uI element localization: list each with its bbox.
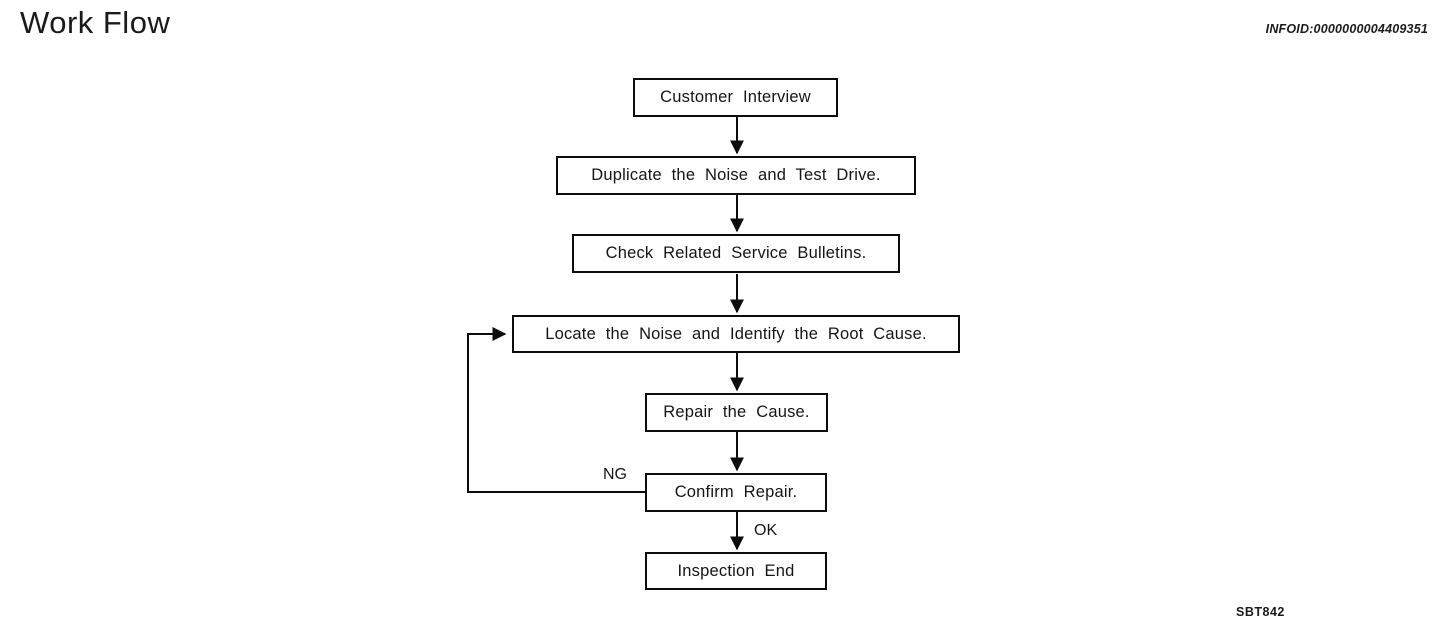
flow-step-label: Customer Interview <box>660 88 811 106</box>
branch-label-ok: OK <box>752 522 780 540</box>
flow-step-inspection-end: Inspection End <box>645 552 827 590</box>
flow-step-label: Duplicate the Noise and Test Drive. <box>591 166 881 184</box>
flow-step-repair-cause: Repair the Cause. <box>645 393 828 432</box>
flow-step-label: Check Related Service Bulletins. <box>605 244 867 262</box>
flow-step-label: Inspection End <box>677 561 795 580</box>
flow-step-locate-noise-root-cause: Locate the Noise and Identify the Root C… <box>512 315 960 353</box>
figure-code: SBT842 <box>1236 605 1285 619</box>
flow-step-label: Locate the Noise and Identify the Root C… <box>545 324 927 343</box>
flow-step-label: Repair the Cause. <box>663 403 810 421</box>
branch-label-ng: NG <box>601 466 629 484</box>
flow-step-confirm-repair: Confirm Repair. <box>645 473 827 512</box>
flow-step-label: Confirm Repair. <box>674 483 798 501</box>
flow-step-duplicate-noise-test-drive: Duplicate the Noise and Test Drive. <box>556 156 916 195</box>
flow-step-check-service-bulletins: Check Related Service Bulletins. <box>572 234 900 273</box>
flow-step-customer-interview: Customer Interview <box>633 78 838 117</box>
page-title: Work Flow <box>20 5 171 40</box>
infoid-label: INFOID:0000000004409351 <box>1265 22 1428 36</box>
